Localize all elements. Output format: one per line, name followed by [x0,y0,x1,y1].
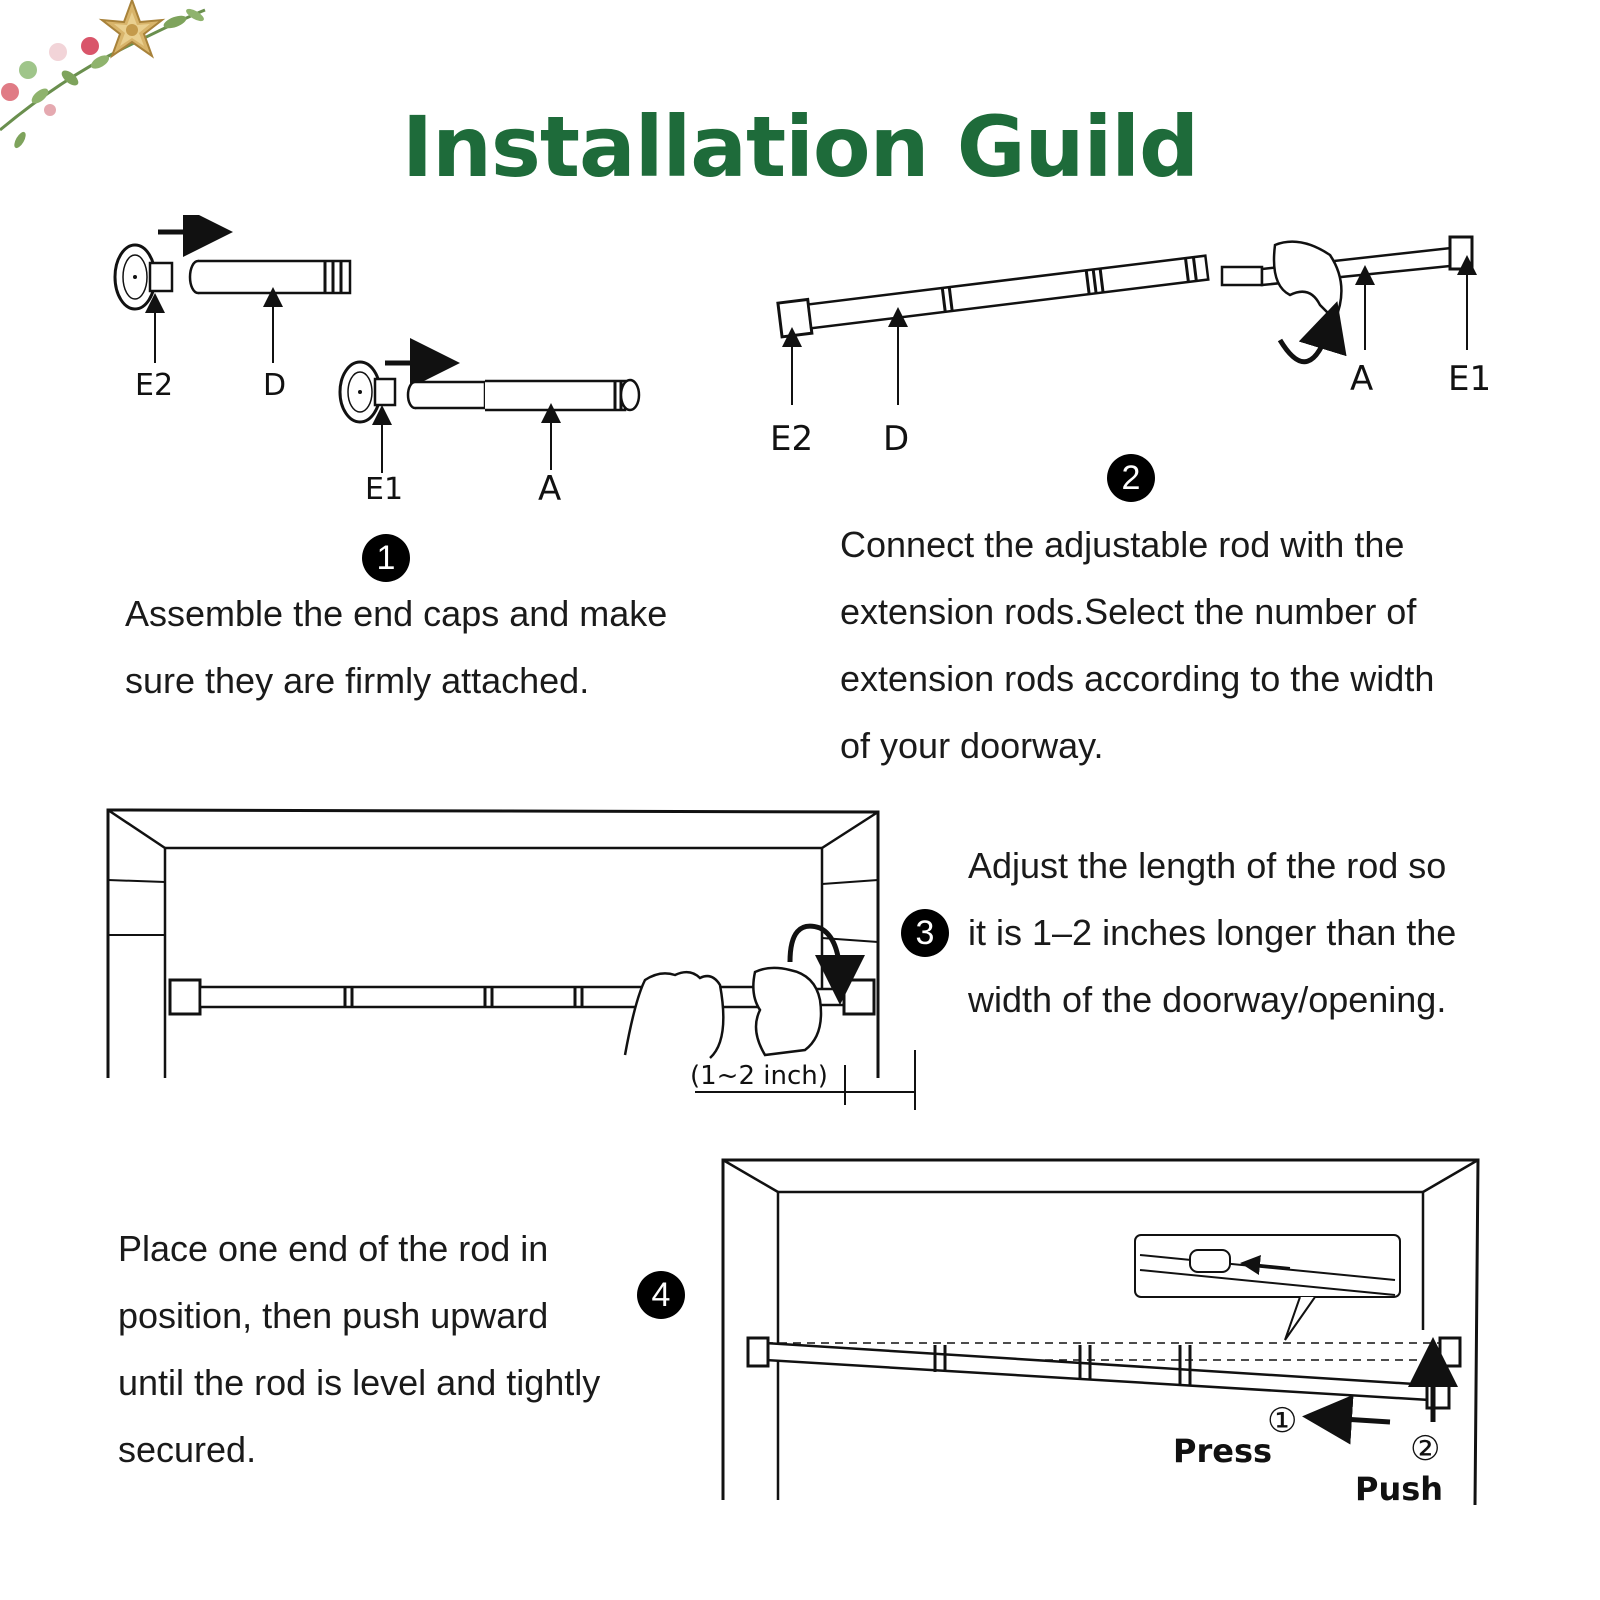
label-a: A [538,469,561,509]
press-marker: ① [1267,1401,1297,1441]
push-label: Push [1355,1470,1443,1508]
diagram-step-2: E2 D A E1 [770,235,1491,459]
step-number-2: 2 [1107,454,1155,502]
step-1-line: Assemble the end caps and make [125,593,668,634]
step-4-line: until the rod is level and tightly [118,1362,601,1403]
label-e1: E1 [1448,359,1491,399]
page-title: Installation Guild [401,98,1199,196]
diagram-step-4: ① ② Press Push [721,1158,1480,1508]
step-3-line: Adjust the length of the rod so [968,845,1447,886]
measure-label: (1~2 inch) [690,1061,828,1091]
step-number-1: 1 [362,534,410,582]
step-2-line: Connect the adjustable rod with the [840,524,1405,565]
step-3-line: width of the doorway/opening. [968,979,1447,1020]
step-3-line: it is 1–2 inches longer than the [968,912,1457,953]
label-a: A [1350,359,1373,399]
step-2-line: extension rods according to the width [840,658,1435,699]
label-e2: E2 [135,368,173,403]
step-2-line: extension rods.Select the number of [840,591,1417,632]
label-e1: E1 [365,472,403,507]
step-1-line: sure they are firmly attached. [125,660,590,701]
step-4-line: position, then push upward [118,1295,549,1336]
step-4-line: Place one end of the rod in [118,1228,549,1269]
label-e2: E2 [770,419,813,459]
push-marker: ② [1410,1429,1440,1469]
step-3-text: Adjust the length of the rod so it is 1–… [968,832,1568,1033]
label-d: D [263,368,286,403]
step-number-3: 3 [901,909,949,957]
step-1-text: Assemble the end caps and make sure they… [125,580,765,714]
label-d: D [883,419,909,459]
bow-decoration-icon [0,0,206,149]
diagram-step-1: E2 D E1 A [113,215,641,509]
press-label: Press [1173,1432,1272,1470]
diagram-step-3: (1~2 inch) [106,808,916,1110]
step-2-text: Connect the adjustable rod with the exte… [840,511,1540,779]
step-4-text: Place one end of the rod in position, th… [118,1215,658,1483]
step-4-line: secured. [118,1429,257,1470]
step-2-line: of your doorway. [840,725,1104,766]
step-number-4: 4 [637,1271,685,1319]
